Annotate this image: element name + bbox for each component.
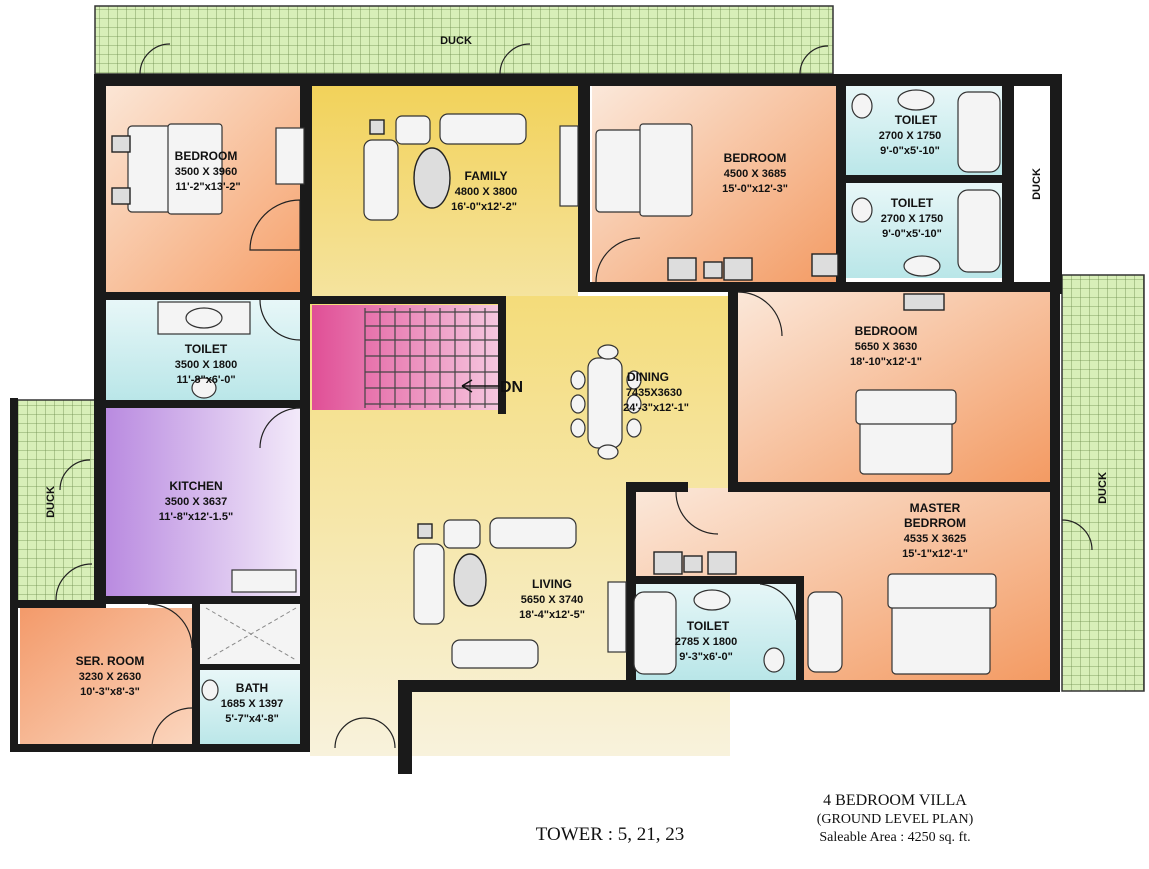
door-swings: [55, 43, 1093, 749]
kitchen-dim-ft: 11'-8"x12'-1.5": [159, 511, 233, 523]
bedroom2-dim-mm: 4500 X 3685: [724, 168, 786, 180]
servant-dim-ft: 10'-3"x8'-3": [80, 686, 140, 698]
master-dim-mm: 4535 X 3625: [904, 533, 966, 545]
furniture: [111, 89, 1001, 701]
room-kitchen: KITCHEN 3500 X 3637 11'-8"x12'-1.5": [159, 479, 233, 523]
bath-dim-ft: 5'-7"x4'-8": [225, 713, 279, 725]
bedroom3-dim-mm: 5650 X 3630: [855, 341, 917, 353]
bedroom2-dim-ft: 15'-0"x12'-3": [722, 183, 788, 195]
toilet-left-dim-ft: 11'-8"x6'-0": [176, 374, 235, 386]
toilet-a-dim-mm: 2700 X 1750: [879, 130, 941, 142]
duck-right-top-floor: [1012, 86, 1056, 272]
family-dim-mm: 4800 X 3800: [455, 186, 517, 198]
dining-dim-ft: 24'-3"x12'-1": [623, 402, 689, 414]
dining-dim-mm: 7435X3630: [626, 387, 682, 399]
bedroom2-name: BEDROOM: [724, 151, 787, 165]
master-name: MASTER: [910, 501, 961, 515]
room-bedroom3: BEDROOM 5650 X 3630 18'-10"x12'-1": [850, 324, 922, 368]
bath-dim-mm: 1685 X 1397: [221, 698, 283, 710]
bedroom1-name: BEDROOM: [175, 149, 238, 163]
walls: [10, 74, 1062, 774]
duck-right-balcony: [1061, 274, 1145, 692]
utility-floor: [198, 602, 302, 666]
bedroom3-name: BEDROOM: [855, 324, 918, 338]
toilet-a-name: TOILET: [895, 113, 938, 127]
duck-top-balcony: [94, 5, 834, 75]
living-dim-mm: 5650 X 3740: [521, 594, 583, 606]
villa-title: 4 BEDROOM VILLA: [823, 792, 967, 809]
room-dining: DINING 7435X3630 24'-3"x12'-1": [623, 370, 689, 414]
toilet-master-dim-mm: 2785 X 1800: [675, 636, 737, 648]
room-toilet-master: TOILET 2785 X 1800 9'-3"x6'-0": [675, 619, 737, 663]
room-living: LIVING 5650 X 3740 18'-4"x12'-5": [519, 577, 585, 621]
bedroom3-dim-ft: 18'-10"x12'-1": [850, 356, 922, 368]
room-bath: BATH 1685 X 1397 5'-7"x4'-8": [221, 681, 283, 725]
stair-floor: [312, 305, 500, 410]
family-dim-ft: 16'-0"x12'-2": [451, 201, 517, 213]
bedroom1-dim-mm: 3500 X 3960: [175, 166, 237, 178]
room-toilet-a: TOILET 2700 X 1750 9'-0"x5'-10": [879, 113, 941, 157]
toilet-master-name: TOILET: [687, 619, 730, 633]
servant-dim-mm: 3230 X 2630: [79, 671, 141, 683]
saleable-area: Saleable Area : 4250 sq. ft.: [819, 830, 970, 845]
master-dim-ft: 15'-1"x12'-1": [902, 548, 968, 560]
kitchen-floor: [105, 408, 305, 598]
toilet-left-name: TOILET: [185, 342, 228, 356]
toilet-b-dim-mm: 2700 X 1750: [881, 213, 943, 225]
room-toilet-left: TOILET 3500 X 1800 11'-8"x6'-0": [175, 342, 237, 386]
family-name: FAMILY: [465, 169, 508, 183]
room-bedroom1: BEDROOM 3500 X 3960 11'-2"x13'-2": [175, 149, 241, 193]
bath-name: BATH: [236, 681, 268, 695]
room-bedroom2: BEDROOM 4500 X 3685 15'-0"x12'-3": [722, 151, 788, 195]
toilet-master-dim-ft: 9'-3"x6'-0": [679, 651, 733, 663]
room-servant: SER. ROOM 3230 X 2630 10'-3"x8'-3": [76, 654, 145, 698]
duck-left-balcony: [11, 399, 97, 606]
kitchen-name: KITCHEN: [169, 479, 222, 493]
toilet-b-name: TOILET: [891, 196, 934, 210]
bedroom1-dim-ft: 11'-2"x13'-2": [175, 181, 240, 193]
stairs-label: DN: [500, 379, 523, 396]
kitchen-dim-mm: 3500 X 3637: [165, 496, 227, 508]
duck-top-label: DUCK: [440, 35, 472, 47]
duck-left-label: DUCK: [45, 486, 57, 518]
dining-name: DINING: [627, 370, 669, 384]
toilet-b-dim-ft: 9'-0"x5'-10": [882, 228, 942, 240]
living-name: LIVING: [532, 577, 572, 591]
level-subtitle: (GROUND LEVEL PLAN): [817, 812, 974, 827]
living-dim-ft: 18'-4"x12'-5": [519, 609, 585, 621]
room-toilet-b: TOILET 2700 X 1750 9'-0"x5'-10": [881, 196, 943, 240]
room-master: MASTER BEDRROM 4535 X 3625 15'-1"x12'-1": [902, 501, 968, 560]
servant-name: SER. ROOM: [76, 654, 145, 668]
duck-right-top-label: DUCK: [1031, 168, 1043, 200]
toilet-a-dim-ft: 9'-0"x5'-10": [880, 145, 940, 157]
servant-floor: [20, 608, 194, 748]
toilet-left-dim-mm: 3500 X 1800: [175, 359, 237, 371]
tower-label: TOWER : 5, 21, 23: [536, 824, 684, 845]
duck-right-mid-label: DUCK: [1097, 472, 1109, 504]
master-name-line2: BEDRROM: [904, 516, 966, 530]
room-family: FAMILY 4800 X 3800 16'-0"x12'-2": [451, 169, 517, 213]
staircase: [364, 308, 500, 408]
